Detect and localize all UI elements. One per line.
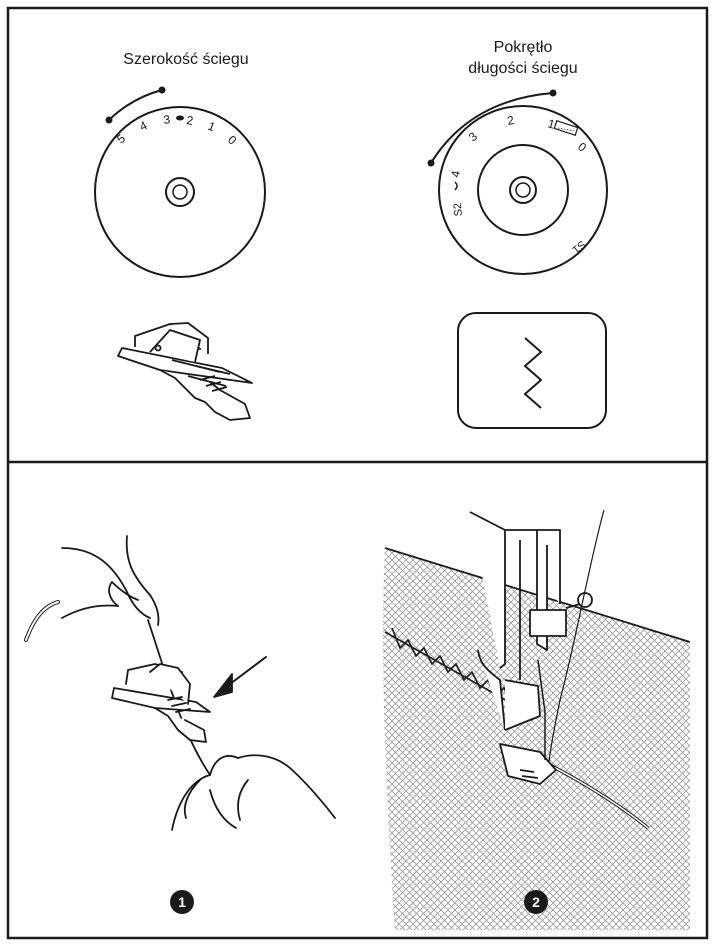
length-scale-4: 4 — [448, 169, 463, 178]
stitch-width-title: Szerokość ściegu — [123, 51, 248, 68]
length-range-arc — [430, 92, 554, 164]
step-2-sewing-illustration — [383, 509, 691, 930]
step-1-label: 1 — [178, 894, 186, 910]
length-scale-3: 3 — [466, 129, 480, 144]
step-2-label: 2 — [532, 894, 540, 910]
step-1-badge: 1 — [170, 890, 194, 914]
step-2-badge: 2 — [524, 890, 548, 914]
width-scale-0: 0 — [225, 133, 239, 148]
stitch-width-dial: Szerokość ściegu 5 4 3 2 1 0 — [94, 51, 266, 278]
length-s1-mark: S1 — [570, 238, 588, 256]
step-1-threading-illustration — [24, 535, 336, 831]
stitch-length-title-line1: Pokrętło — [494, 39, 553, 56]
width-scale-5: 5 — [114, 131, 128, 146]
stitch-length-dial: Pokrętło długości ściegu 4 3 2 1 0 S2 S1 — [427, 39, 608, 275]
width-scale-2: 2 — [186, 113, 195, 128]
length-stretch-marker-icon — [454, 181, 458, 191]
stitch-length-title-line2: długości ściegu — [468, 60, 577, 77]
width-range-arc — [108, 89, 163, 121]
outer-frame — [6, 6, 709, 940]
length-dial-outer-ring — [438, 105, 608, 275]
width-scale-4: 4 — [137, 118, 149, 134]
length-s2-mark: S2 — [452, 202, 465, 216]
width-scale-1: 1 — [206, 119, 218, 135]
overcasting-presser-foot-icon — [117, 322, 253, 421]
length-scale-1: 1 — [546, 116, 556, 131]
width-scale-3: 3 — [162, 112, 171, 127]
zigzag-stitch-icon — [457, 312, 607, 429]
length-scale-0: 0 — [575, 140, 589, 155]
fabric-area — [383, 548, 690, 930]
buttonhole-symbol-icon — [553, 120, 579, 136]
length-scale-2: 2 — [506, 113, 515, 128]
width-dial-ring — [94, 106, 266, 278]
width-pointer-icon — [176, 115, 184, 121]
length-dial-inner-ring — [477, 144, 569, 236]
